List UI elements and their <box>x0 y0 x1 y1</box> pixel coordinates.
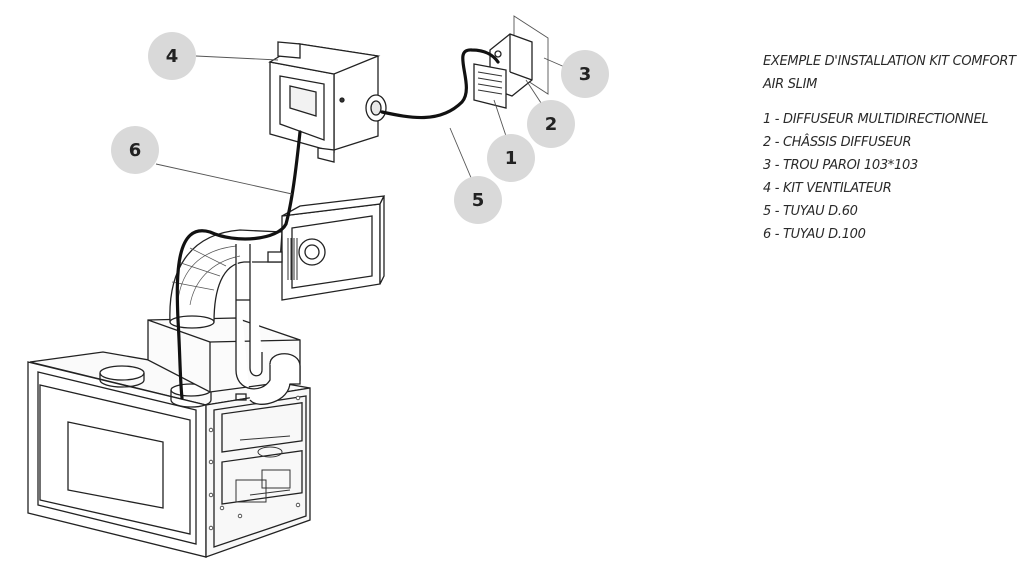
svg-text:5: 5 <box>472 190 485 211</box>
legend-item: 5 - TUYAU D.60 <box>763 204 858 219</box>
callout-5: 5 <box>454 176 502 224</box>
svg-text:1: 1 <box>505 148 518 169</box>
legend-item: 2 - CHÂSSIS DIFFUSEUR <box>763 135 912 150</box>
legend-item: 4 - KIT VENTILATEUR <box>763 181 892 196</box>
pipes <box>175 48 500 400</box>
pipe-d60 <box>380 48 500 120</box>
legend-item: 6 - TUYAU D.100 <box>763 227 866 242</box>
leader-lines <box>155 55 568 195</box>
callout-3: 3 <box>561 50 609 98</box>
rear-diffuser-frame <box>267 195 386 301</box>
legend-item: 3 - TROU PAROI 103*103 <box>763 158 918 173</box>
diffuser-assembly <box>473 33 533 109</box>
svg-text:3: 3 <box>579 64 592 85</box>
legend-title: EXEMPLE D'INSTALLATION KIT COMFORT AIR S… <box>763 54 1016 92</box>
callout-4: 4 <box>148 32 196 80</box>
pipe-d100 <box>175 130 302 400</box>
legend: EXEMPLE D'INSTALLATION KIT COMFORT AIR S… <box>763 50 1021 246</box>
svg-text:2: 2 <box>545 114 558 135</box>
duct-elbow <box>169 229 301 405</box>
callout-1: 1 <box>487 134 535 182</box>
legend-item: 1 - DIFFUSEUR MULTIDIRECTIONNEL <box>763 112 989 127</box>
fireplace-insert <box>27 317 311 558</box>
fan-kit-box <box>268 41 387 163</box>
svg-text:6: 6 <box>129 140 142 161</box>
callout-2: 2 <box>527 100 575 148</box>
callout-6: 6 <box>111 126 159 174</box>
svg-text:4: 4 <box>166 46 179 67</box>
